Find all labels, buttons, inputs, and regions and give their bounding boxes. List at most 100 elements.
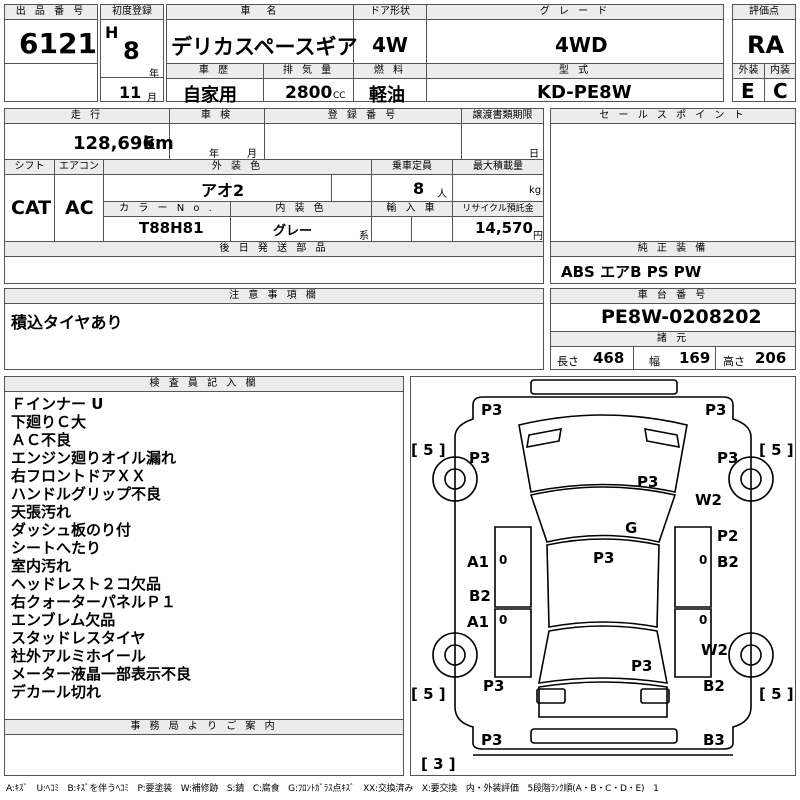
import-label: 輸 入 車 <box>372 202 452 217</box>
car-name: デリカスペースギア <box>171 35 358 59</box>
displacement-label: 排 気 量 <box>264 64 353 79</box>
inspector-box: 検 査 員 記 入 欄 Ｆインナー U 下廻りＣ大 ＡＣ不良 エンジン廻りオイル… <box>4 376 404 776</box>
person-unit: 人 <box>437 189 447 200</box>
list-item: 社外アルミホイール <box>11 647 146 665</box>
damage-rl-door-a: A1 <box>467 613 490 631</box>
genuine-equipment: ABS エアB PS PW <box>561 263 702 281</box>
legend-footer: A:ｷｽﾞ U:ﾍｺﾐ B:ｷｽﾞを伴うﾍｺﾐ P:要塗装 W:補修跡 S:錆 … <box>6 784 659 794</box>
lot-number-label: 出 品 番 号 <box>5 5 97 20</box>
damage-fr-zero: 0 <box>699 553 708 567</box>
exterior-label: 外装 <box>733 64 764 79</box>
capacity-label: 乗車定員 <box>372 160 452 175</box>
list-item: デカール切れ <box>11 683 102 701</box>
damage-rl-quarter: P3 <box>483 677 505 695</box>
lot-number-box: 出 品 番 号 6121 <box>4 4 98 102</box>
height: 206 <box>755 349 787 367</box>
mileage-label: 走 行 <box>5 109 169 124</box>
reg-month: 11 <box>119 83 142 102</box>
damage-fr-fender-2: W2 <box>695 491 722 509</box>
list-item: ヘッドレスト２コ欠品 <box>11 575 162 593</box>
month-suffix: 月 <box>147 93 157 104</box>
notes-text: 積込タイヤあり <box>11 313 123 332</box>
chassis-label: 車 台 番 号 <box>551 289 795 304</box>
chassis-number: PE8W-0208202 <box>601 306 762 328</box>
score-label: 評価点 <box>733 5 795 20</box>
list-item: ＡＣ不良 <box>11 431 72 449</box>
damage-diagram: P3 P3 [ 5 ] [ 5 ] P3 P3 P3 W2 G P2 B2 P3… <box>410 376 796 776</box>
width-label: 幅 <box>649 355 660 368</box>
history: 自家用 <box>183 85 237 106</box>
spare-tire: [ 3 ] <box>421 755 456 773</box>
list-item: エンブレム欠品 <box>11 611 116 629</box>
notes-box: 注 意 事 項 欄 積込タイヤあり <box>4 288 544 370</box>
transfer-label: 譲渡書類期限 <box>462 109 543 124</box>
remarks-list: Ｆインナー U 下廻りＣ大 ＡＣ不良 エンジン廻りオイル漏れ 右フロントドアＸＸ… <box>11 395 191 701</box>
tire-rr: [ 5 ] <box>759 685 794 703</box>
exterior-score: E <box>741 79 755 103</box>
damage-rl-door-b: B2 <box>469 587 491 605</box>
inspection-label: 車 検 <box>170 109 264 124</box>
ext-color: アオ2 <box>201 181 245 200</box>
score: RA <box>747 31 785 59</box>
inspection-year: 年 <box>209 149 219 160</box>
damage-windshield: G <box>625 519 638 537</box>
list-item: Ｆインナー U <box>11 395 104 413</box>
length: 468 <box>593 349 625 367</box>
model-label: 型 式 <box>427 64 723 79</box>
yen-unit: 円 <box>533 231 543 242</box>
height-label: 高さ <box>723 355 745 368</box>
tire-rl: [ 5 ] <box>411 685 446 703</box>
list-item: 室内汚れ <box>11 557 72 575</box>
era: H <box>105 23 119 42</box>
tire-fr: [ 5 ] <box>759 441 794 459</box>
inspector-label: 検 査 員 記 入 欄 <box>5 377 403 392</box>
damage-fr-fender: P3 <box>717 449 739 467</box>
specs-label: 諸 元 <box>551 332 795 347</box>
grade-label: グ レ ー ド <box>427 5 723 20</box>
interior-label: 内装 <box>765 64 795 79</box>
damage-fr-door-b: B2 <box>717 553 739 571</box>
reg-no-label: 登 録 番 号 <box>265 109 461 124</box>
car-outline <box>432 379 774 756</box>
list-item: スタッドレスタイヤ <box>11 629 146 647</box>
first-registration-box: 初度登録 H 8 年 11 月 <box>100 4 164 104</box>
fuel: 軽油 <box>369 85 405 106</box>
damage-fl-zero: 0 <box>499 553 508 567</box>
main-info-box: 走 行 車 検 登 録 番 号 譲渡書類期限 128,696 km 年 月 日 … <box>4 108 544 284</box>
genuine-label: 純 正 装 備 <box>551 242 795 257</box>
shift-label: シフト <box>5 160 54 175</box>
damage-rr-zero: 0 <box>699 613 708 627</box>
damage-fl-fender: P3 <box>469 449 491 467</box>
aircon-label: エアコン <box>55 160 103 175</box>
width: 169 <box>679 349 711 367</box>
inspection-month: 月 <box>247 149 257 160</box>
list-item: ダッシュ板のり付 <box>11 521 132 539</box>
fuel-label: 燃 料 <box>354 64 426 79</box>
damage-hood: P3 <box>637 473 659 491</box>
damage-fr-door: P2 <box>717 527 739 545</box>
capacity: 8 <box>413 179 425 198</box>
int-color: グレー <box>273 224 313 239</box>
list-item: エンジン廻りオイル漏れ <box>11 449 177 467</box>
damage-rear-glass: P3 <box>631 657 653 675</box>
damage-rear-r: B3 <box>703 731 725 749</box>
sales-points-box: セ ー ル ス ポ イ ン ト 純 正 装 備 ABS エアB PS PW <box>550 108 796 284</box>
shift: CAT <box>11 197 52 219</box>
transfer-day: 日 <box>529 149 539 160</box>
damage-rl-zero: 0 <box>499 613 508 627</box>
damage-fr-corner: P3 <box>705 401 727 419</box>
history-label: 車 歴 <box>167 64 263 79</box>
door-label: ドア形状 <box>354 5 426 20</box>
list-item: 右フロントドアＸＸ <box>11 467 147 485</box>
mileage-unit: km <box>143 133 174 154</box>
damage-fl-door: A1 <box>467 553 490 571</box>
score-box: 評価点 RA 外装 内装 E C <box>732 4 796 103</box>
grade: 4WD <box>555 33 608 57</box>
list-item: 天張汚れ <box>11 503 72 521</box>
recycle-label: リサイクル預託金 <box>453 202 543 217</box>
displacement: 2800 <box>285 83 333 103</box>
tire-fl: [ 5 ] <box>411 441 446 459</box>
door-type: 4W <box>372 33 408 57</box>
year-suffix: 年 <box>149 69 159 80</box>
int-color-label: 内 装 色 <box>231 202 371 217</box>
